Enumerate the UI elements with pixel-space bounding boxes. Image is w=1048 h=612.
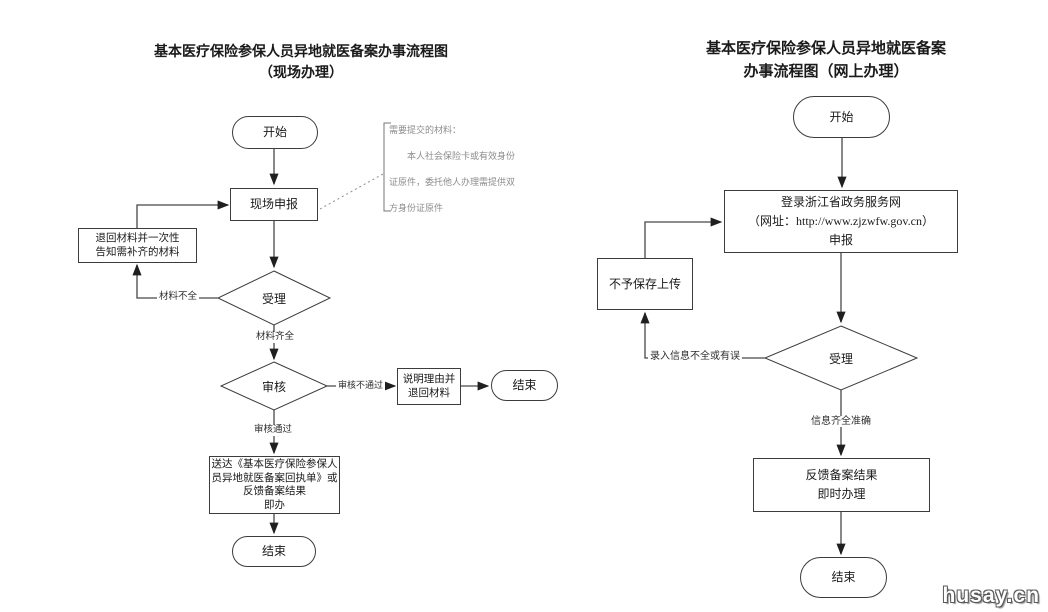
right-chart-title: 基本医疗保险参保人员异地就医备案 办事流程图（网上办理）: [705, 41, 946, 80]
site-watermark: husay.cn: [942, 584, 1040, 607]
right-feedback-result-step: 反馈备案结果 即时办理: [753, 458, 930, 512]
left-end-terminator-right: 结束: [491, 370, 558, 401]
left-flow-return-declare: [136, 200, 230, 228]
left-edge-label-materials-incomplete: 材料不全: [157, 292, 200, 303]
left-review-decision-label: 审核: [261, 379, 286, 394]
left-edge-label-materials-complete: 材料齐全: [254, 332, 297, 343]
left-onsite-declare-step: 现场申报: [230, 188, 318, 221]
right-start-terminator: 开始: [793, 96, 890, 138]
left-edge-label-review-pass: 审核通过: [252, 425, 295, 436]
required-materials-note: 需要提交的材料： 本人社会保险卡或有效身份 证原件，委托他人办理需提供双 方身份…: [389, 125, 516, 213]
right-flow-nosave-login: [644, 217, 723, 258]
right-no-save-upload-step: 不予保存上传: [597, 258, 693, 310]
left-deliver-result-step: 送达《基本医疗保险参保人 员异地就医备案回执单》或 反馈备案结果 即办: [209, 456, 340, 514]
right-login-declare-step: 登录浙江省政务服务网 （网址：http://www.zjzwfw.gov.cn）…: [724, 190, 958, 253]
left-return-materials-step: 退回材料并一次性 告知需补齐的材料: [78, 228, 197, 263]
note-bracket: [383, 122, 391, 212]
left-edge-label-review-fail: 审核不通过: [336, 380, 386, 391]
left-start-terminator: 开始: [232, 116, 318, 149]
note-leader-line: [319, 173, 384, 210]
left-explain-return-step: 说明理由并 退回材料: [397, 368, 461, 405]
left-chart-title: 基本医疗保险参保人员异地就医备案办事流程图 （现场办理）: [154, 45, 448, 81]
right-edge-label-info-ok: 信息齐全准确: [809, 416, 873, 427]
left-accept-decision-label: 受理: [261, 291, 286, 306]
right-end-terminator: 结束: [800, 557, 887, 598]
left-end-terminator-bottom: 结束: [232, 536, 316, 567]
right-edge-label-info-error: 录入信息不全或有误: [648, 351, 742, 362]
right-accept-decision-label: 受理: [828, 351, 853, 366]
